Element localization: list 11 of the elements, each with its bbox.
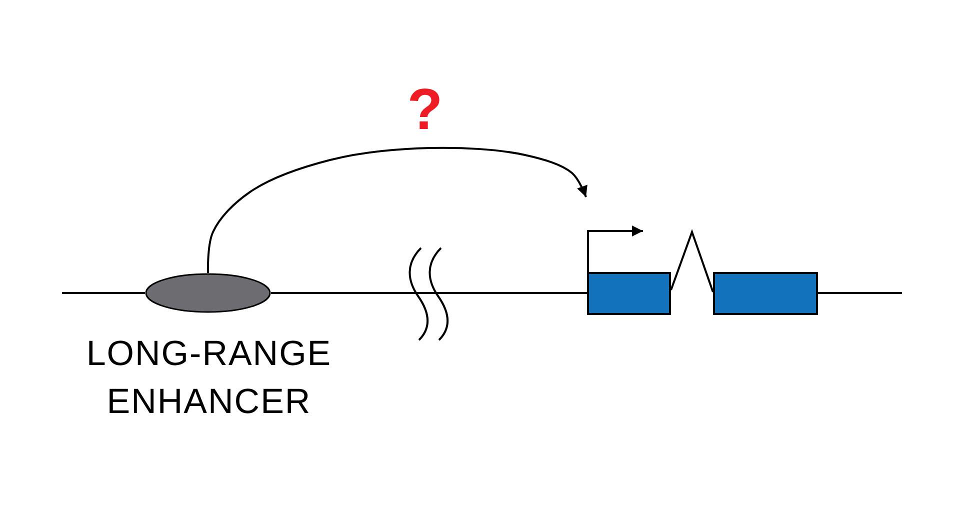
exon-box — [713, 272, 818, 315]
splice-line — [670, 229, 714, 292]
dna-line — [62, 292, 145, 294]
enhancer-label: LONG-RANGE ENHANCER — [85, 333, 333, 423]
question-mark-label: ? — [407, 81, 443, 139]
dna-line — [271, 292, 587, 294]
curved-arrow — [206, 146, 588, 273]
dna-line — [818, 292, 902, 294]
exon-box — [587, 272, 671, 315]
enhancer-ellipse — [145, 273, 271, 313]
bent-arrow — [587, 226, 643, 272]
